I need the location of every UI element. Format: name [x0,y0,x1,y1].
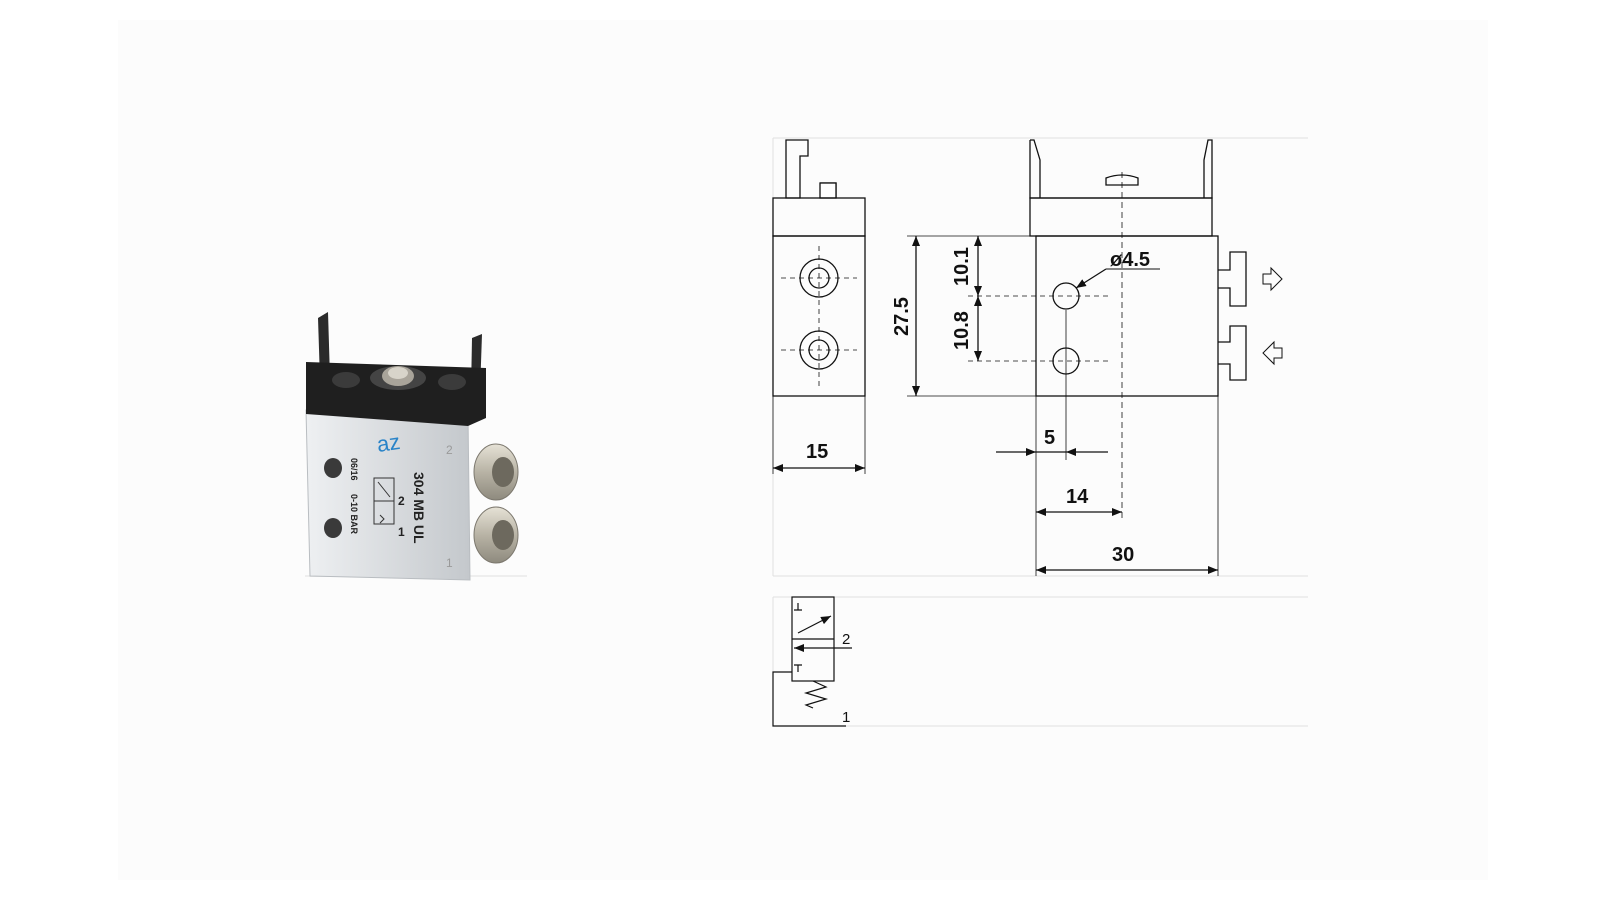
product-brand-logo: az [375,429,402,457]
dim-height-total: 27.5 [891,297,913,336]
product-model-label: 304 MB UL [411,472,427,544]
pneumatic-symbol [772,596,1308,727]
symbol-port-in-label: 1 [842,709,850,726]
dim-hole-center: 14 [1066,486,1089,508]
dim-upper-spacing: 10.1 [951,247,973,286]
dim-lower-spacing: 10.8 [951,311,973,350]
product-photo: az 304 MB UL 06/16 0-10 BAR 2 1 2 1 [305,312,527,581]
product-date-code: 06/16 [349,458,359,481]
dim-hole-diameter: ø4.5 [1110,249,1150,271]
dim-hole-offset: 5 [1044,427,1055,449]
arrow-in-icon [1262,340,1283,366]
spring-icon [803,680,829,709]
product-corner-port-1: 1 [446,556,453,570]
product-port-in-label: 1 [398,525,405,539]
technical-drawing [772,137,1308,577]
symbol-port-out-label: 2 [842,631,850,648]
arrow-out-icon [1262,266,1283,292]
product-port-out-label: 2 [398,494,405,508]
dimension-labels: 27.5 10.1 10.8 ø4.5 15 5 14 30 [806,247,1150,566]
front-view [968,139,1283,520]
product-corner-port-2: 2 [446,443,453,457]
dim-side-width: 15 [806,441,828,463]
side-view [772,139,866,397]
dim-body-width: 30 [1112,544,1134,566]
product-pressure-label: 0-10 BAR [349,494,359,535]
